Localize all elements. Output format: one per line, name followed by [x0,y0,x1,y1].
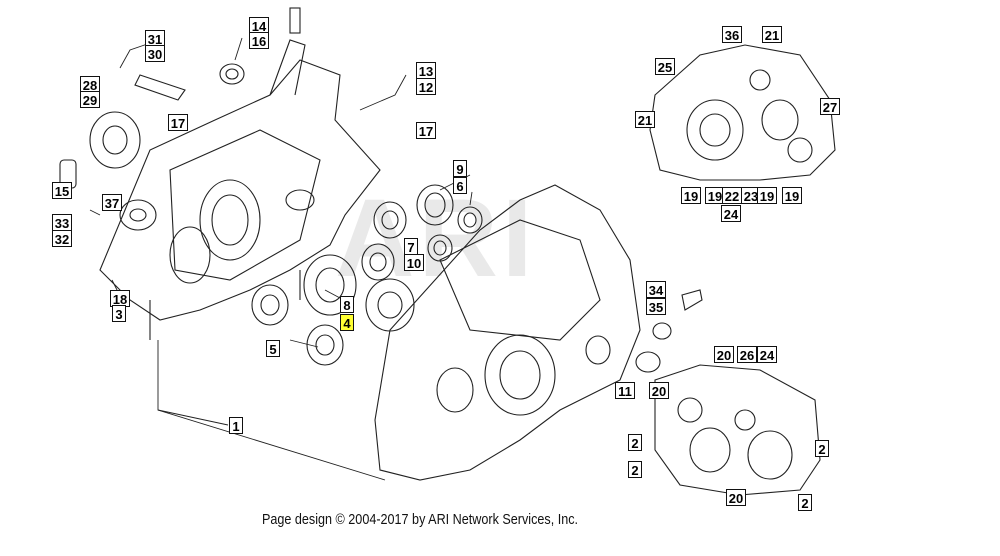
part-callout-15[interactable]: 15 [52,182,72,199]
part-callout-33[interactable]: 33 [52,214,72,231]
top-right-crankcase-view [649,44,836,181]
part-callout-36[interactable]: 36 [722,26,742,43]
part-callout-32[interactable]: 32 [52,230,72,247]
part-callout-12[interactable]: 12 [416,78,436,95]
part-callout-20[interactable]: 20 [649,382,669,399]
part-callout-16[interactable]: 16 [249,32,269,49]
part-callout-8[interactable]: 8 [340,296,354,313]
part-callout-5[interactable]: 5 [266,340,280,357]
part-callout-3[interactable]: 3 [112,305,126,322]
part-callout-10[interactable]: 10 [404,254,424,271]
part-callout-11[interactable]: 11 [615,382,635,399]
part-callout-30[interactable]: 30 [145,45,165,62]
part-callout-27[interactable]: 27 [820,98,840,115]
part-callout-17[interactable]: 17 [168,114,188,131]
part-callout-2[interactable]: 2 [815,440,829,457]
part-callout-6[interactable]: 6 [453,177,467,194]
part-callout-9[interactable]: 9 [453,160,467,177]
bearings [251,184,483,366]
part-callout-2[interactable]: 2 [798,494,812,511]
part-callout-25[interactable]: 25 [655,58,675,75]
part-callout-17[interactable]: 17 [416,122,436,139]
part-callout-7[interactable]: 7 [404,238,418,255]
part-callout-21[interactable]: 21 [635,111,655,128]
copyright-footer: Page design © 2004-2017 by ARI Network S… [261,511,579,528]
part-callout-29[interactable]: 29 [80,91,100,108]
part-callout-19[interactable]: 19 [782,187,802,204]
part-callout-2[interactable]: 2 [628,434,642,451]
oil-pump-assembly [59,7,301,231]
part-callout-24[interactable]: 24 [757,346,777,363]
part-callout-19[interactable]: 19 [757,187,777,204]
watermark: ARI [335,177,537,300]
part-callout-37[interactable]: 37 [102,194,122,211]
part-callout-2[interactable]: 2 [628,461,642,478]
part-callout-4[interactable]: 4 [340,314,354,331]
part-callout-34[interactable]: 34 [646,281,666,298]
part-callout-20[interactable]: 20 [726,489,746,506]
part-callout-24[interactable]: 24 [721,205,741,222]
right-crankcase-half [374,184,641,481]
part-callout-26[interactable]: 26 [737,346,757,363]
leader-lines [89,37,473,481]
part-callout-13[interactable]: 13 [416,62,436,79]
bottom-right-crankcase-view [654,364,821,496]
part-callout-23[interactable]: 23 [741,187,761,204]
part-callout-20[interactable]: 20 [714,346,734,363]
left-crankcase-half [99,39,381,340]
part-callout-19[interactable]: 19 [681,187,701,204]
part-callout-22[interactable]: 22 [722,187,742,204]
part-callout-35[interactable]: 35 [646,298,666,315]
part-callout-1[interactable]: 1 [229,417,243,434]
part-callout-21[interactable]: 21 [762,26,782,43]
